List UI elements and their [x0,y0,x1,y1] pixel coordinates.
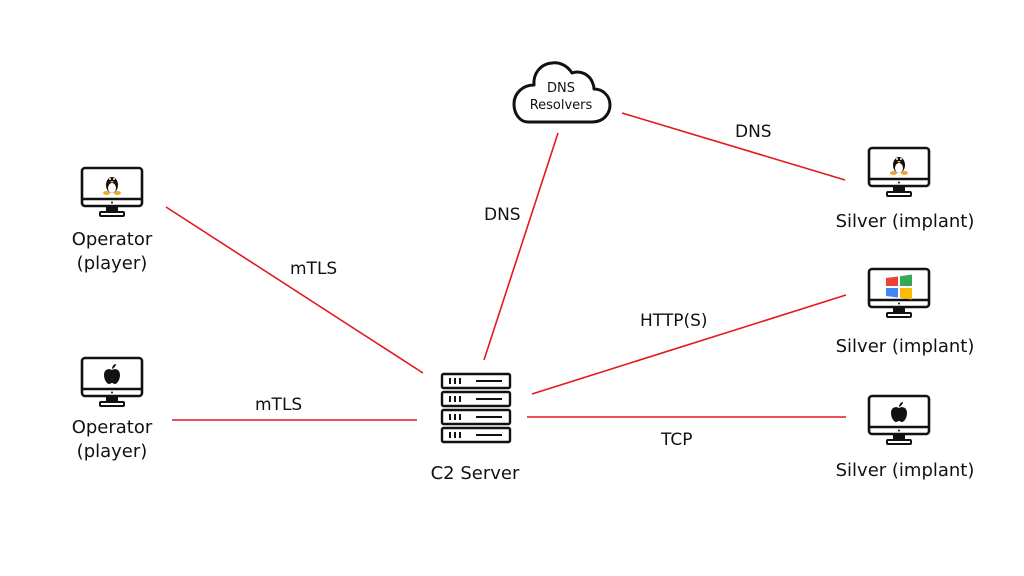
dns-resolvers-label: DNS Resolvers [510,80,612,114]
server-rack-icon [440,372,512,444]
link-label-https: HTTP(S) [640,311,708,331]
operator-mac-label-line2: (player) [76,441,148,462]
link-label-mtls-linux: mTLS [290,259,338,279]
apple-icon [891,402,907,422]
operator-mac-label-line1: Operator [71,417,153,438]
implant-windows-label: Silver (implant) [835,336,975,357]
operator-linux-node: Operator (player) [52,166,172,281]
link-dns-resolvers-implant-linux [621,112,846,181]
link-label-tcp: TCP [661,430,693,450]
implant-windows-node: Silver (implant) [820,267,990,362]
apple-icon [104,364,120,384]
operator-linux-label: Operator (player) [52,228,172,276]
link-operator-linux-c2 [165,206,424,374]
linux-tux-icon [890,157,908,175]
link-label-dns-implant: DNS [735,122,772,142]
link-c2-dns-resolvers [483,132,559,361]
implant-linux-label: Silver (implant) [835,211,975,232]
monitor-icon [80,166,144,217]
monitor-icon [80,356,144,407]
dns-resolvers-node: DNS Resolvers [510,60,612,126]
implant-linux-node: Silver (implant) [820,146,990,241]
monitor-icon [867,394,931,445]
monitor-icon [867,267,931,318]
operator-mac-label: Operator (player) [52,416,172,464]
operator-mac-node: Operator (player) [52,356,172,471]
link-c2-implant-windows [531,294,847,395]
cloud-icon [512,61,612,124]
dns-resolvers-label-line1: DNS [547,81,575,96]
link-label-dns-c2: DNS [484,205,521,225]
c2-server-label: C2 Server [430,463,520,484]
operator-linux-label-line2: (player) [76,253,148,274]
implant-mac-node: Silver (implant) [820,394,990,489]
implant-mac-label: Silver (implant) [835,460,975,481]
operator-linux-label-line1: Operator [71,229,153,250]
linux-tux-icon [103,177,121,195]
c2-server-node: C2 Server [410,372,540,492]
windows-logo-icon [886,274,912,300]
link-label-mtls-mac: mTLS [255,395,303,415]
dns-resolvers-label-line2: Resolvers [529,98,593,113]
monitor-icon [867,146,931,197]
